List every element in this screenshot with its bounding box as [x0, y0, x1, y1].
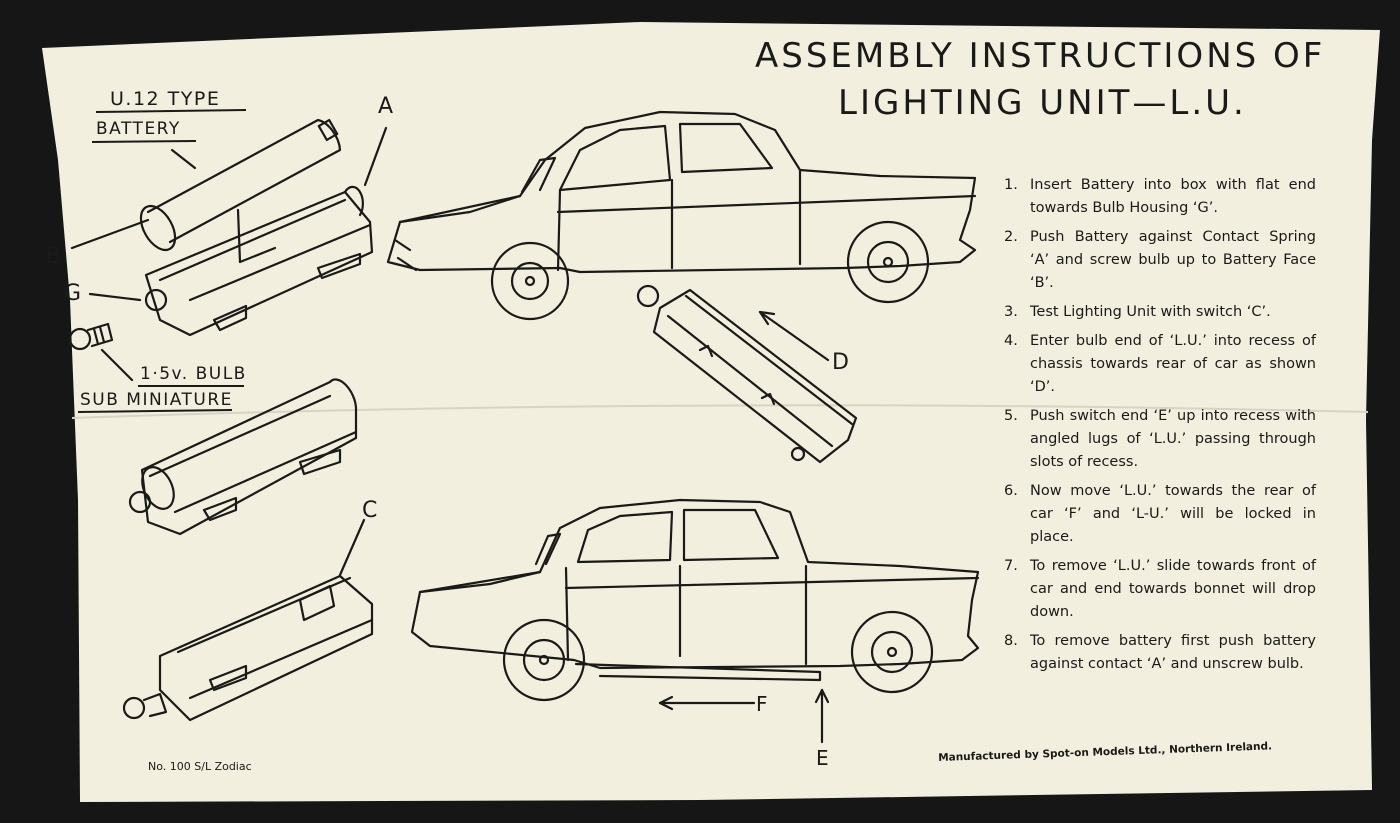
label-c: C [362, 498, 379, 523]
battery-illustration [134, 120, 340, 256]
step-number: 1. [1004, 177, 1018, 193]
instruction-step: 2. Push Battery against Contact Spring ‘A… [1004, 226, 1316, 295]
step-number: 5. [1004, 408, 1018, 424]
b-leader [72, 220, 148, 248]
step-text: Enter bulb end of ‘L.U.’ into recess of … [1030, 333, 1316, 395]
arrow-d [760, 312, 828, 360]
instruction-step: 7. To remove ‘L.U.’ slide towards front o… [1004, 555, 1316, 624]
step-number: 3. [1004, 304, 1018, 320]
label-d: D [832, 350, 851, 375]
instruction-list: 1. Insert Battery into box with flat end … [1004, 174, 1316, 682]
car-top-illustration [388, 112, 975, 319]
instruction-step: 4. Enter bulb end of ‘L.U.’ into recess o… [1004, 330, 1316, 399]
inserted-unit-illustration [638, 286, 856, 462]
step-number: 2. [1004, 229, 1018, 245]
label-e: E [816, 746, 831, 770]
bulb-illustration [70, 324, 112, 349]
step-text: Push Battery against Contact Spring ‘A’ … [1030, 229, 1316, 291]
step-text: Insert Battery into box with flat end to… [1030, 177, 1316, 216]
step-text: Test Lighting Unit with switch ‘C’. [1030, 304, 1271, 320]
assembled-unit-illustration [130, 379, 356, 534]
battery-box-illustration [146, 187, 372, 335]
a-leader [365, 128, 386, 185]
step-text: Push switch end ‘E’ up into recess with … [1030, 408, 1316, 470]
battery-label: BATTERY [96, 119, 181, 139]
step-text: To remove ‘L.U.’ slide towards front of … [1030, 558, 1316, 620]
instruction-step: 1. Insert Battery into box with flat end … [1004, 174, 1316, 220]
step-text: To remove battery first push battery aga… [1030, 633, 1316, 672]
step-number: 6. [1004, 483, 1018, 499]
c-leader [340, 520, 364, 575]
step-number: 7. [1004, 558, 1018, 574]
label-b: B [46, 244, 63, 269]
title-line-1: ASSEMBLY INSTRUCTIONS OF [755, 36, 1326, 76]
instruction-step: 5. Push switch end ‘E’ up into recess wit… [1004, 405, 1316, 474]
model-number: No. 100 S/L Zodiac [148, 760, 252, 773]
switch-unit-illustration [124, 576, 372, 720]
paper [42, 22, 1380, 802]
battery-label-type: U.12 TYPE [110, 88, 221, 110]
instruction-step: 8. To remove battery first push battery a… [1004, 630, 1316, 676]
bulb-leader [102, 350, 132, 380]
bulb-label-type: SUB MINIATURE [80, 390, 233, 410]
label-a: A [378, 94, 395, 119]
step-number: 4. [1004, 333, 1018, 349]
battery-leader [172, 150, 195, 168]
label-f: F [756, 692, 770, 716]
step-text: Now move ‘L.U.’ towards the rear of car … [1030, 483, 1316, 545]
label-g: G [64, 281, 83, 306]
step-number: 8. [1004, 633, 1018, 649]
car-bottom-illustration [412, 500, 978, 700]
instruction-step: 6. Now move ‘L.U.’ towards the rear of ca… [1004, 480, 1316, 549]
title-line-2: LIGHTING UNIT—L.U. [838, 83, 1247, 123]
fold-line [72, 405, 1368, 418]
instruction-step: 3. Test Lighting Unit with switch ‘C’. [1004, 301, 1316, 324]
bulb-label-voltage: 1·5v. BULB [140, 364, 247, 384]
g-leader [90, 294, 140, 300]
